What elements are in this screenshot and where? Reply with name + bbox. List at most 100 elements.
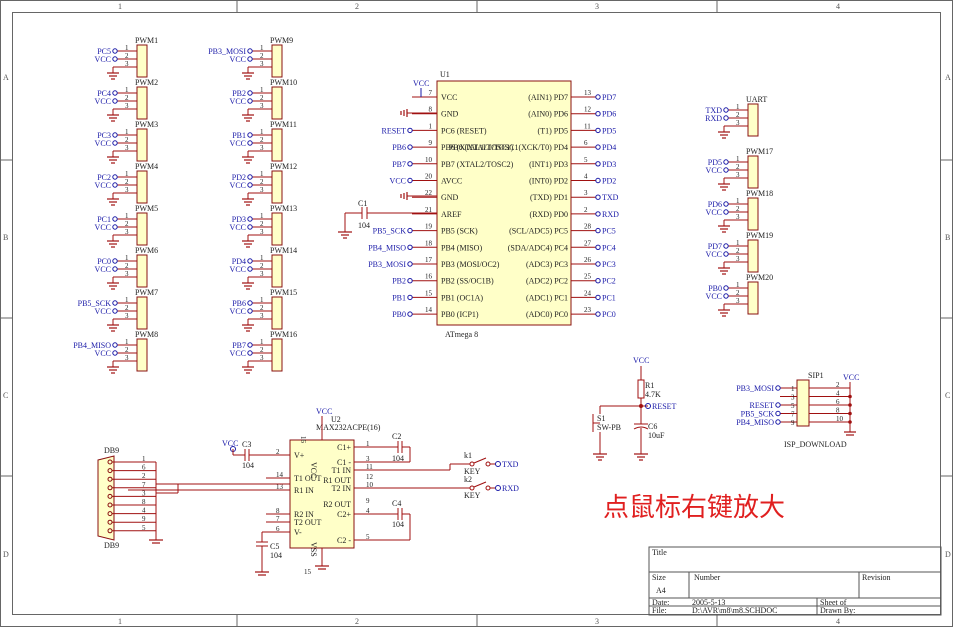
net-port [723,251,729,257]
header-net-label: VCC [230,97,246,106]
u1-pin-label: PB2 (SS/OC1B) [441,277,494,286]
u2-pin-label: T2 IN [332,484,352,493]
header-pin-number: 2 [125,220,129,228]
u1-net-label: PC4 [602,243,616,252]
net-port [595,177,601,184]
header-pin-number: 2 [736,247,740,255]
r1-value: 4.7K [645,390,661,399]
header-ref: PWM20 [746,273,773,282]
net-port [247,258,253,264]
header-net-label: VCC [230,349,246,358]
isp-net-label: PB3_MOSI [736,384,774,393]
u1-net-label: PB7 [392,160,406,169]
header-ref: PWM10 [270,78,297,87]
header-net-label: VCC [706,292,722,301]
net-port [112,90,118,96]
net-port [247,266,253,272]
net-port [112,56,118,62]
u1-pin-number: 19 [425,223,433,231]
u1-pin-number: 20 [425,173,433,181]
k2-ref: k2 [464,475,472,484]
header-pin-number: 3 [125,186,129,194]
u2-pin-label: R2 OUT [323,500,351,509]
net-port [112,308,118,314]
u1-pin-label: (TXD) PD1 [530,193,568,202]
zone-col-top: 3 [595,2,599,11]
isp-net-label: PB5_SCK [741,410,775,419]
header-body [271,86,283,120]
net-port [247,182,253,188]
u2-pin-label: T2 OUT [294,518,321,527]
header-ref: PWM4 [135,162,158,171]
u1-body [436,80,572,326]
net-port [407,244,413,251]
u1-pin-number: 16 [425,273,433,281]
u2-part: MAX232ACPE(16) [316,423,381,432]
junction [848,411,852,416]
u2-pin-number: 5 [366,533,370,541]
u1-pin-label: (AIN1) PD7 [528,93,568,102]
u1-net-label: PC1 [602,293,616,302]
u1-net-label: PD2 [602,177,616,186]
u1-pin-number: 8 [429,106,433,114]
header-net-label: PC1 [97,215,111,224]
isp-vcc-label: VCC [843,373,859,382]
net-port [247,48,253,54]
net-port [112,140,118,146]
u1-pin-number: 10 [425,156,433,164]
zone-row-left: C [3,391,8,400]
u1-pin-label: (INT0) PD2 [529,177,568,186]
u2-pin-label: R1 OUT [323,476,351,485]
title-block: Title Size A4 Number Revision Date: 2005… [648,546,942,616]
header-pin-number: 1 [260,44,264,52]
db9-ref-top: DB9 [104,446,119,455]
junction [848,394,852,399]
u1-ref: U1 [440,70,450,79]
header-net-label: VCC [95,223,111,232]
header-pin-number: 2 [260,304,264,312]
net-port [595,161,601,167]
header-pin-number: 2 [260,178,264,186]
net-port [595,127,601,134]
r1-ref: R1 [645,381,654,390]
c4-ref: C4 [392,499,401,508]
u1-pin-number: 3 [584,189,588,197]
header-pin-number: 2 [125,346,129,354]
u1-pin-number: 6 [584,139,588,147]
net-port [723,243,729,249]
isp-ref: SIP1 [808,371,824,380]
u1-pin-number: 14 [425,306,433,314]
header-net-label: PD4 [232,257,246,266]
u1-net-label: PD7 [602,93,616,102]
header-ref: PWM17 [746,147,773,156]
header-net-label: PB2 [232,89,246,98]
header-net-label: VCC [95,265,111,274]
header-net-label: VCC [230,223,246,232]
net-port [112,132,118,138]
right-header-group: UART123TXDRXDPWM17123PD5VCCPWM18123PD6VC… [705,95,773,317]
u2-pin-number: 6 [276,525,280,533]
header-net-label: VCC [230,307,246,316]
zone-col-top: 4 [836,2,840,11]
header-pin-number: 1 [125,296,129,304]
net-port [595,261,601,267]
header-pin-number: 2 [125,94,129,102]
u2-pin-label: C2 - [337,536,351,545]
header-net-label: PB5_SCK [78,299,112,308]
c5-ref: C5 [270,542,279,551]
u1-pin-number: 28 [584,223,592,231]
max232-wiring: C2 104 C4 104 VCC C3 104 C5 104 [128,432,519,576]
u1-pin-label: (SCL/ADC5) PC5 [509,227,568,236]
header-pin-number: 3 [125,102,129,110]
u1-part: ATmega 8 [445,330,478,339]
net-port [595,194,601,200]
net-port [112,266,118,272]
header-pin-number: 3 [736,297,740,305]
u1-pin-label: PB5 (SCK) [441,227,478,236]
u1-pin-number: 2 [584,206,588,214]
